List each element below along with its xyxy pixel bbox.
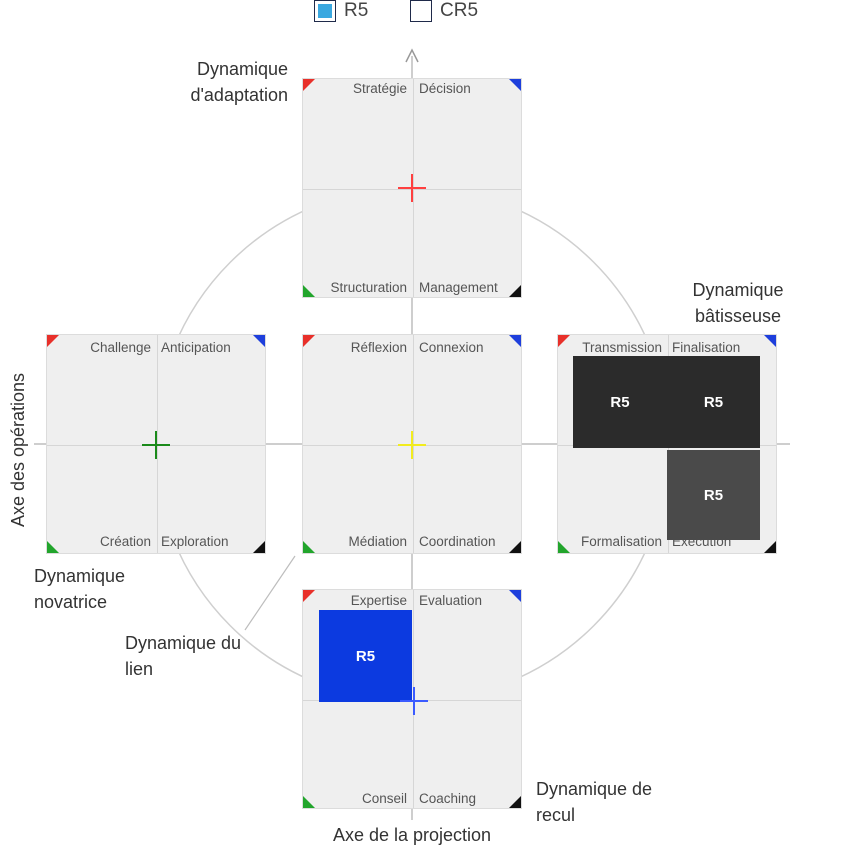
result-block-finalisation[interactable]: R5 [667, 356, 760, 448]
corner-green-icon [558, 541, 570, 553]
legend-label-r5: R5 [344, 0, 369, 21]
corner-blue-icon [509, 590, 521, 602]
corner-green-icon [47, 541, 59, 553]
corner-black-icon [509, 796, 521, 808]
label-evaluation: Evaluation [419, 593, 483, 608]
annotation-dynamique-batisseuse: Dynamique bâtisseuse [692, 280, 784, 326]
label-reflexion: Réflexion [350, 340, 407, 355]
label-management: Management [419, 280, 498, 295]
result-block-transmission[interactable]: R5 [573, 356, 667, 448]
label-anticipation: Anticipation [161, 340, 231, 355]
label-connexion: Connexion [419, 340, 484, 355]
cross-marker-center-icon [398, 431, 426, 459]
label-creation: Création [99, 534, 151, 549]
label-challenge: Challenge [90, 340, 151, 355]
legend-swatch-r5 [318, 4, 332, 18]
label-expertise: Expertise [350, 593, 407, 608]
annotation-dynamique-lien: Dynamique du lien [125, 633, 242, 679]
result-block-label: R5 [355, 647, 376, 665]
corner-green-icon [303, 796, 315, 808]
legend: R5 CR5 [0, 0, 860, 30]
corner-blue-icon [764, 335, 776, 347]
label-coordination: Coordination [419, 534, 496, 549]
corner-red-icon [47, 335, 59, 347]
corner-green-icon [303, 541, 315, 553]
corner-black-icon [253, 541, 265, 553]
legend-item-cr5[interactable]: CR5 [410, 0, 478, 22]
label-coaching: Coaching [419, 791, 477, 806]
corner-blue-icon [509, 335, 521, 347]
result-block-execution[interactable]: R5 [667, 450, 760, 540]
label-structuration: Structuration [330, 280, 407, 295]
corner-blue-icon [253, 335, 265, 347]
result-block-label: R5 [703, 486, 724, 504]
legend-item-r5[interactable]: R5 [314, 0, 368, 22]
legend-label-cr5: CR5 [440, 0, 479, 21]
cross-marker-top-icon [398, 174, 426, 202]
cross-marker-left-icon [142, 431, 170, 459]
axis-label-operations: Axe des opérations [8, 372, 28, 528]
corner-black-icon [764, 541, 776, 553]
checkbox-r5[interactable] [314, 0, 336, 22]
annotation-dynamique-adaptation: Dynamique d'adaptation [190, 59, 288, 105]
corner-red-icon [303, 590, 315, 602]
corner-red-icon [303, 79, 315, 91]
label-transmission: Transmission [582, 340, 662, 355]
label-exploration: Exploration [161, 534, 229, 549]
label-formalisation: Formalisation [580, 534, 662, 549]
vertical-axis-arrow-icon [405, 48, 419, 63]
annotation-dynamique-recul: Dynamique de recul [536, 779, 653, 825]
cross-marker-bottom-icon [400, 687, 428, 715]
corner-red-icon [303, 335, 315, 347]
annotation-dynamique-novatrice: Dynamique novatrice [34, 566, 126, 612]
result-block-expertise[interactable]: R5 [319, 610, 412, 702]
result-block-label: R5 [610, 393, 630, 411]
checkbox-cr5[interactable] [410, 0, 432, 22]
corner-green-icon [303, 285, 315, 297]
axis-label-projection: Axe de la projection [332, 825, 492, 845]
corner-black-icon [509, 541, 521, 553]
result-block-label: R5 [703, 393, 724, 411]
label-decision: Décision [419, 81, 471, 96]
corner-black-icon [509, 285, 521, 297]
label-conseil: Conseil [361, 791, 407, 806]
label-finalisation: Finalisation [672, 340, 741, 355]
corner-red-icon [558, 335, 570, 347]
label-mediation: Médiation [348, 534, 407, 549]
label-strategie: Stratégie [352, 81, 407, 96]
lien-pointer-line [244, 555, 296, 631]
corner-blue-icon [509, 79, 521, 91]
